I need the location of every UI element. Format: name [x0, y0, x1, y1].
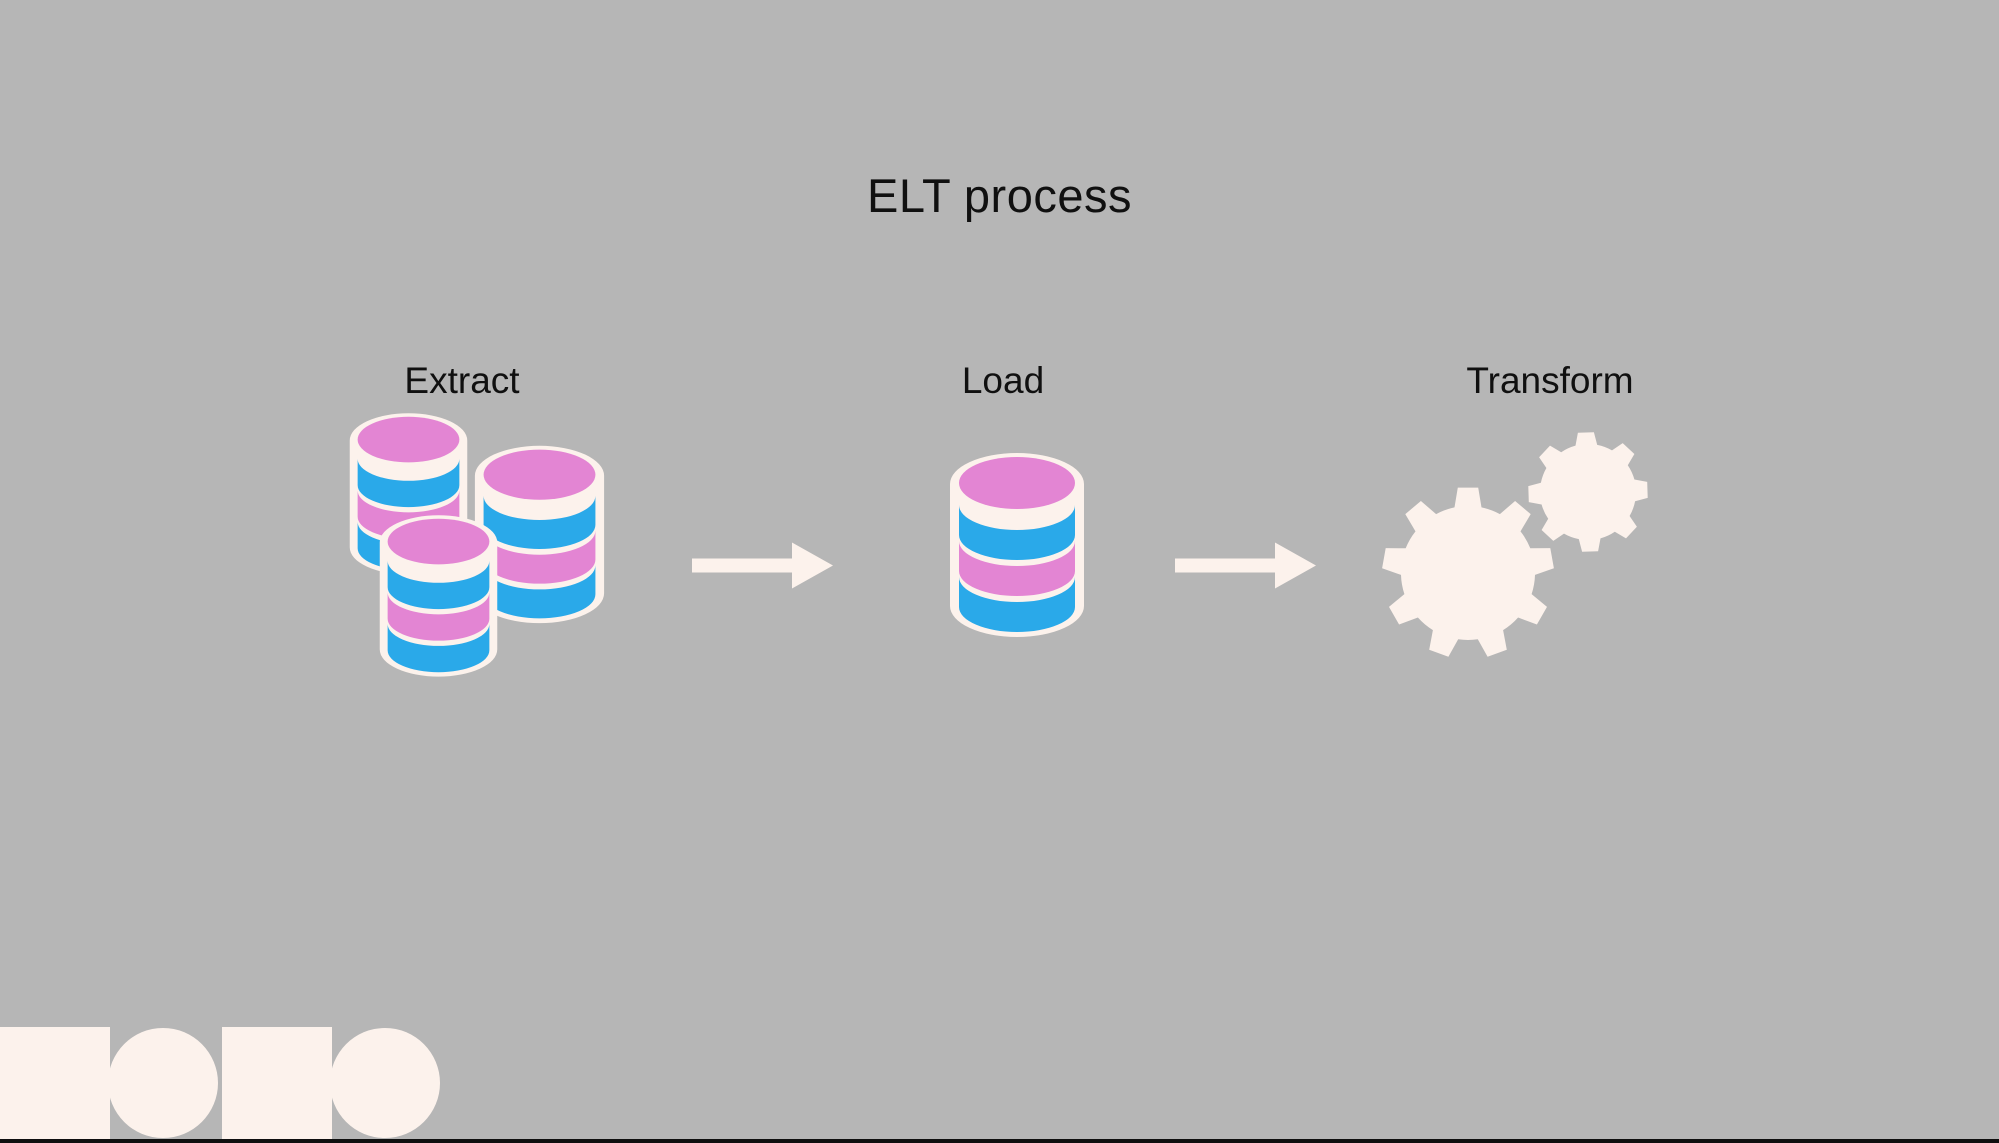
- stage-label-load: Load: [961, 360, 1045, 401]
- logo-circle-shape: [108, 1028, 218, 1138]
- gear-small-icon: [1528, 432, 1648, 552]
- page-title: ELT process: [867, 169, 1132, 222]
- gears-icon: [1382, 432, 1648, 657]
- database-stack-icon: [377, 510, 500, 681]
- stage-label-extract: Extract: [404, 360, 520, 401]
- gear-large-icon: [1382, 487, 1554, 657]
- database-icon: [947, 447, 1087, 642]
- footer-bar: [0, 1139, 1999, 1143]
- logo-square-shape: [0, 1027, 110, 1139]
- logo-square-shape: [222, 1027, 332, 1139]
- arrow-right-icon: [692, 542, 833, 589]
- logo-circle-shape: [330, 1028, 440, 1138]
- stage-label-transform: Transform: [1466, 360, 1634, 401]
- arrow-right-icon: [1175, 542, 1316, 589]
